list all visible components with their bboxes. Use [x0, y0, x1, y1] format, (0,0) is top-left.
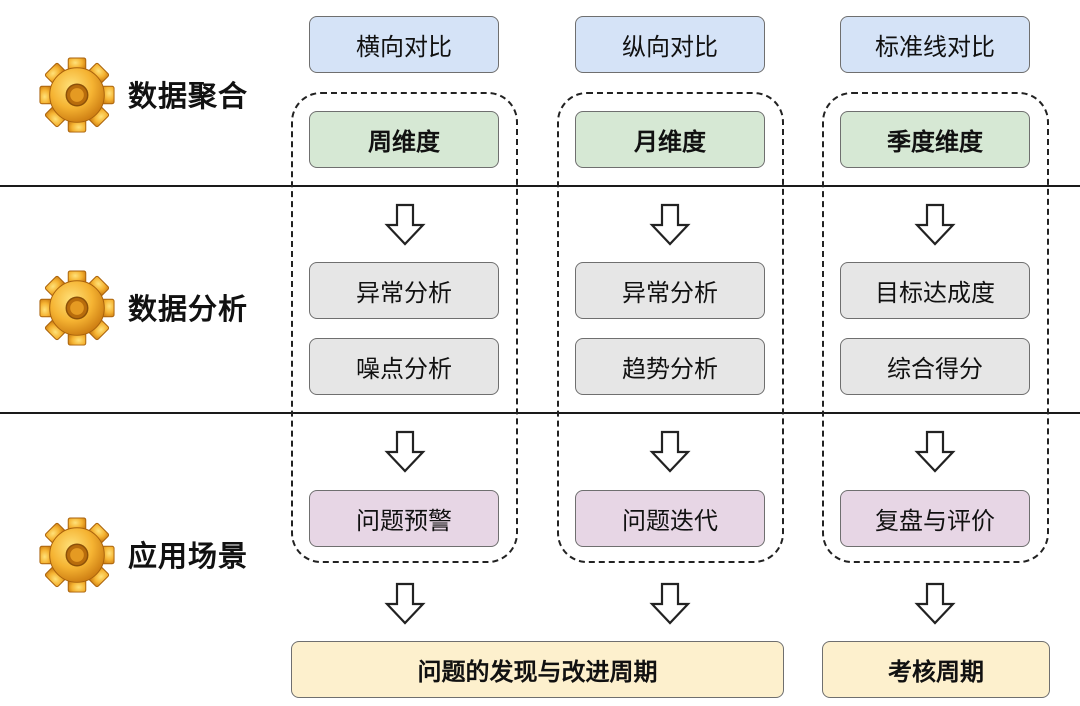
- section-label-application: 应用场景: [128, 539, 249, 573]
- analysis-box: 综合得分: [840, 338, 1030, 395]
- application-box: 复盘与评价: [840, 490, 1030, 547]
- dimension-box-quarter: 季度维度: [840, 111, 1030, 168]
- down-arrow-icon: [385, 430, 425, 473]
- dimension-box-week: 周维度: [309, 111, 499, 168]
- application-box: 问题迭代: [575, 490, 765, 547]
- gear-icon: [39, 57, 115, 133]
- application-box: 问题预警: [309, 490, 499, 547]
- down-arrow-icon: [650, 430, 690, 473]
- section-divider-1: [0, 185, 1080, 187]
- analysis-box: 异常分析: [575, 262, 765, 319]
- dimension-box-month: 月维度: [575, 111, 765, 168]
- down-arrow-icon: [915, 203, 955, 246]
- analysis-box: 目标达成度: [840, 262, 1030, 319]
- analysis-box: 异常分析: [309, 262, 499, 319]
- column-group-1: [291, 92, 518, 563]
- outcome-box-assessment-cycle: 考核周期: [822, 641, 1050, 698]
- gear-icon: [39, 517, 115, 593]
- column-group-3: [822, 92, 1049, 563]
- outcome-box-improvement-cycle: 问题的发现与改进周期: [291, 641, 784, 698]
- comparison-box-horizontal: 横向对比: [309, 16, 499, 73]
- down-arrow-icon: [385, 582, 425, 625]
- down-arrow-icon: [915, 582, 955, 625]
- comparison-box-vertical: 纵向对比: [575, 16, 765, 73]
- analysis-box: 噪点分析: [309, 338, 499, 395]
- down-arrow-icon: [385, 203, 425, 246]
- comparison-box-standard-line: 标准线对比: [840, 16, 1030, 73]
- analysis-box: 趋势分析: [575, 338, 765, 395]
- section-label-aggregation: 数据聚合: [128, 79, 249, 113]
- down-arrow-icon: [650, 203, 690, 246]
- down-arrow-icon: [915, 430, 955, 473]
- section-label-analysis: 数据分析: [128, 292, 249, 326]
- column-group-2: [557, 92, 784, 563]
- gear-icon: [39, 270, 115, 346]
- section-divider-2: [0, 412, 1080, 414]
- down-arrow-icon: [650, 582, 690, 625]
